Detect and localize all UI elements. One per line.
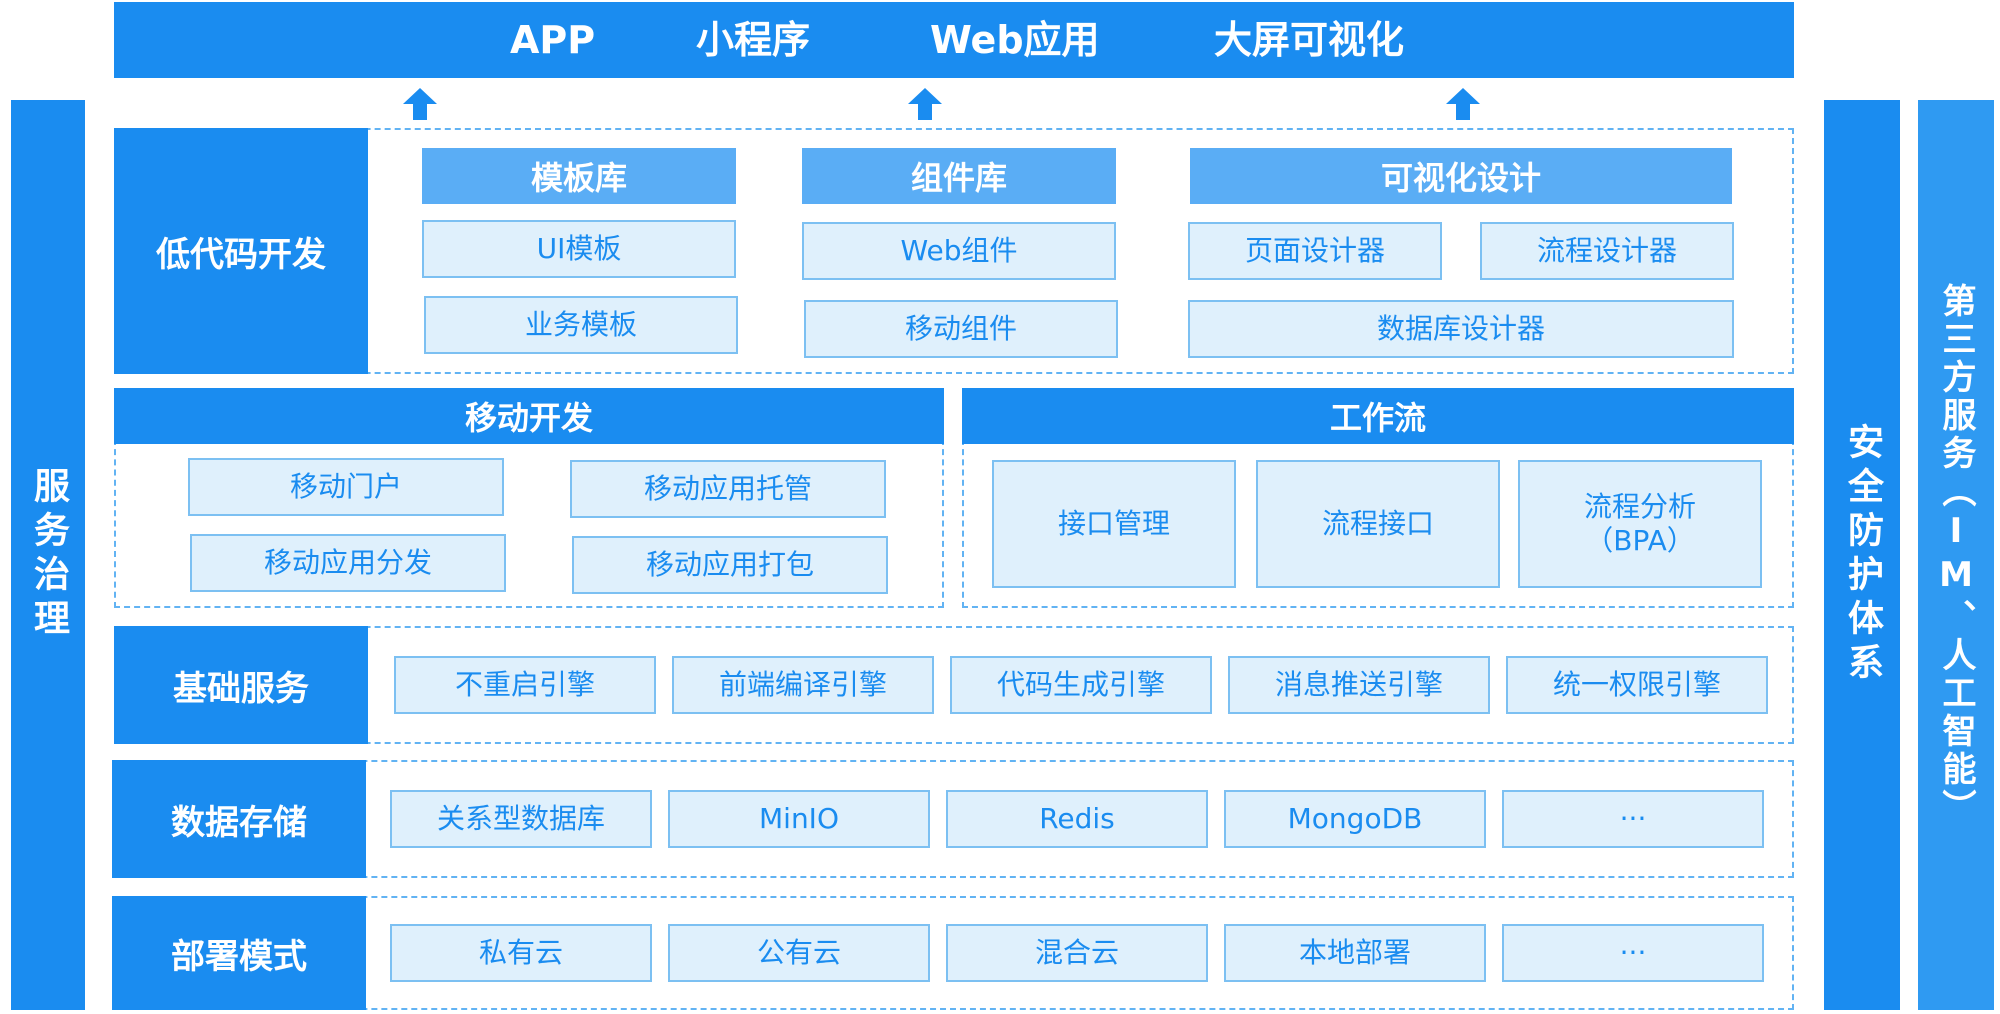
- more-deployment-box: ···: [1502, 924, 1764, 982]
- relational-db-box: 关系型数据库: [390, 790, 652, 848]
- no-restart-engine-box: 不重启引擎: [394, 656, 656, 714]
- third-party-services-bar: 第三方服务（IM、人工智能）: [1918, 100, 1994, 1010]
- database-designer-box: 数据库设计器: [1188, 300, 1734, 358]
- redis-box: Redis: [946, 790, 1208, 848]
- message-push-engine-box: 消息推送引擎: [1228, 656, 1490, 714]
- flow-analysis-box: 流程分析 （BPA）: [1518, 460, 1762, 588]
- mongodb-box: MongoDB: [1224, 790, 1486, 848]
- data-storage-label: 数据存储: [112, 760, 366, 878]
- mobile-app-distribution-box: 移动应用分发: [190, 534, 506, 592]
- mobile-app-packaging-box: 移动应用打包: [572, 536, 888, 594]
- minio-box: MinIO: [668, 790, 930, 848]
- flow-analysis-line2: （BPA）: [1585, 524, 1695, 557]
- on-premise-box: 本地部署: [1224, 924, 1486, 982]
- service-governance-bar: 服务治理: [11, 100, 85, 1010]
- mobile-portal-box: 移动门户: [188, 458, 504, 516]
- mobile-dev-header: 移动开发: [114, 388, 944, 444]
- service-governance-label: 服务治理: [28, 467, 69, 643]
- deployment-label: 部署模式: [112, 896, 366, 1010]
- web-component-box: Web组件: [802, 222, 1116, 280]
- up-arrow-icon: [908, 88, 942, 120]
- frontend-compile-engine-box: 前端编译引擎: [672, 656, 934, 714]
- security-system-label: 安全防护体系: [1842, 423, 1883, 687]
- hybrid-cloud-box: 混合云: [946, 924, 1208, 982]
- code-generation-engine-box: 代码生成引擎: [950, 656, 1212, 714]
- business-template-box: 业务模板: [424, 296, 738, 354]
- visual-design-header: 可视化设计: [1190, 148, 1732, 204]
- flow-interface-box: 流程接口: [1256, 460, 1500, 588]
- security-system-bar: 安全防护体系: [1824, 100, 1900, 1010]
- channel-mini-program: 小程序: [696, 18, 811, 62]
- public-cloud-box: 公有云: [668, 924, 930, 982]
- top-channel-banner: APP 小程序 Web应用 大屏可视化: [114, 2, 1794, 78]
- channel-web-app: Web应用: [930, 18, 1100, 62]
- flow-analysis-line1: 流程分析: [1583, 490, 1696, 524]
- mobile-component-box: 移动组件: [804, 300, 1118, 358]
- up-arrow-icon: [403, 88, 437, 120]
- channel-app: APP: [510, 18, 596, 62]
- lowcode-label: 低代码开发: [114, 128, 368, 374]
- unified-permission-engine-box: 统一权限引擎: [1506, 656, 1768, 714]
- basic-services-label: 基础服务: [114, 626, 368, 744]
- interface-management-box: 接口管理: [992, 460, 1236, 588]
- private-cloud-box: 私有云: [390, 924, 652, 982]
- template-library-header: 模板库: [422, 148, 736, 204]
- third-party-services-label: 第三方服务（IM、人工智能）: [1936, 283, 1976, 827]
- channel-big-screen: 大屏可视化: [1214, 18, 1405, 62]
- flow-designer-box: 流程设计器: [1480, 222, 1734, 280]
- up-arrow-icon: [1446, 88, 1480, 120]
- ui-template-box: UI模板: [422, 220, 736, 278]
- more-storage-box: ···: [1502, 790, 1764, 848]
- component-library-header: 组件库: [802, 148, 1116, 204]
- workflow-header: 工作流: [962, 388, 1794, 444]
- page-designer-box: 页面设计器: [1188, 222, 1442, 280]
- mobile-app-hosting-box: 移动应用托管: [570, 460, 886, 518]
